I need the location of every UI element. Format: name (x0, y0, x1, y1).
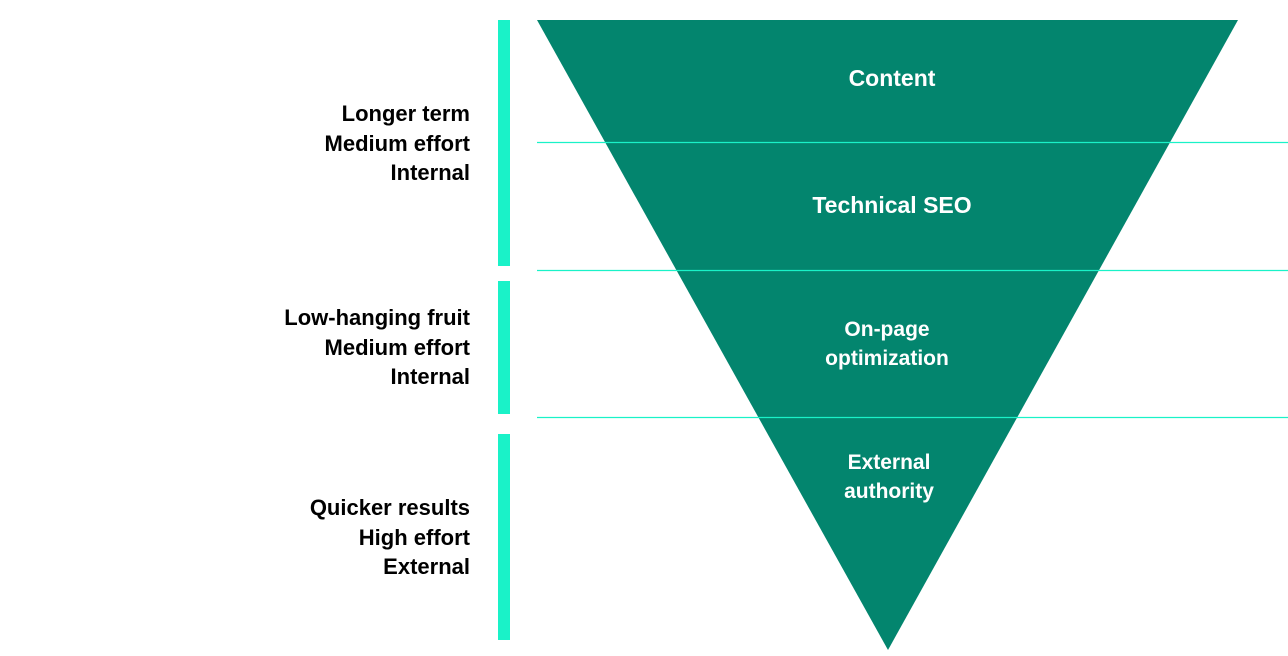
funnel-triangle (537, 20, 1238, 650)
funnel-layer-on-page-optimization: On-page optimization (737, 315, 1037, 373)
funnel-layer-label: authority (844, 480, 934, 503)
group-label-low-hanging-fruit: Low-hanging fruit Medium effort Internal (0, 303, 470, 392)
funnel-layer-label: Technical SEO (812, 192, 972, 218)
group-label-line: Low-hanging fruit (284, 305, 470, 330)
funnel-layer-external-authority: External authority (739, 448, 1039, 506)
funnel-layer-technical-seo: Technical SEO (742, 191, 1042, 220)
group-label-line: Medium effort (324, 130, 470, 156)
group-label-line: Quicker results (309, 495, 470, 520)
group-label-quicker-results: Quicker results High effort External (0, 493, 470, 582)
group-label-line: High effort (358, 524, 470, 550)
funnel-layer-label: External (847, 451, 931, 474)
group-label-longer-term: Longer term Medium effort Internal (0, 99, 470, 188)
funnel-layer-label: Content (848, 65, 936, 91)
funnel-layer-content: Content (742, 64, 1042, 93)
group-label-line: Longer term (341, 101, 470, 126)
funnel-layer-label: On-page (844, 318, 930, 341)
funnel-layer-label: optimization (825, 347, 949, 370)
group-label-line: Medium effort (324, 334, 470, 360)
group-bar-quicker-results (498, 434, 510, 640)
group-bar-longer-term (498, 20, 510, 266)
group-label-line: Internal (390, 160, 470, 185)
group-label-line: External (383, 554, 470, 579)
group-label-line: Internal (390, 364, 470, 389)
group-bar-low-hanging-fruit (498, 281, 510, 414)
